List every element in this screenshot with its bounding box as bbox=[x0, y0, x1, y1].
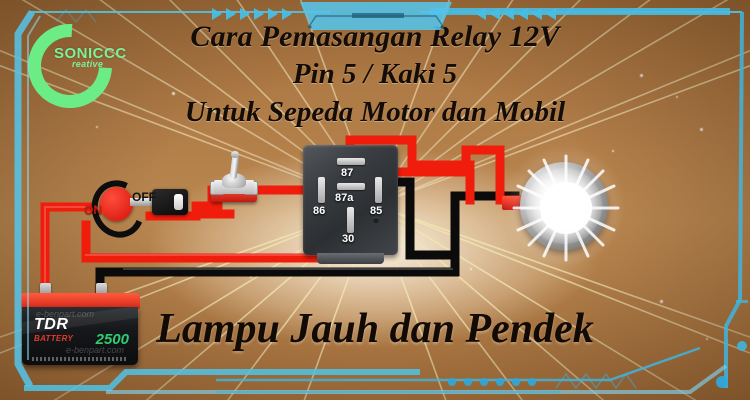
footer-headline: Lampu Jauh dan Pendek bbox=[156, 306, 594, 352]
relay-pin-85-blade bbox=[375, 177, 382, 203]
relay-pin-87a-blade bbox=[337, 183, 365, 190]
logo-wordmark: SONICCC bbox=[54, 45, 127, 62]
ignition-key-switch[interactable]: ON OFF bbox=[83, 172, 194, 246]
relay-pin-86-blade bbox=[318, 177, 325, 203]
relay-pin-30-blade bbox=[347, 207, 354, 233]
battery-fine-print bbox=[32, 357, 128, 361]
battery-watermark-2: e-benpart.com bbox=[66, 345, 125, 355]
relay-pin-85-label: 85 bbox=[370, 205, 383, 217]
relay-pin-86-label: 86 bbox=[313, 205, 326, 217]
battery-positive-terminal bbox=[40, 283, 51, 296]
relay-5-pin: 87 87a 86 85 30 bbox=[303, 145, 398, 264]
battery-negative-terminal bbox=[96, 283, 107, 296]
toggle-switch-collar bbox=[222, 173, 246, 188]
key-switch-knob[interactable] bbox=[100, 187, 133, 221]
title-block: Cara Pemasangan Relay 12V Pin 5 / Kaki 5… bbox=[0, 22, 750, 127]
channel-logo: SONICCC reative bbox=[10, 6, 130, 126]
battery-sub-label: BATTERY bbox=[34, 334, 74, 343]
toggle-switch[interactable] bbox=[208, 151, 260, 210]
relay-pin-87a-label: 87a bbox=[335, 192, 354, 204]
key-label-on: ON bbox=[84, 203, 102, 217]
battery-model-number: 2500 bbox=[95, 331, 129, 348]
title-line-3: Untuk Sepeda Motor dan Mobil bbox=[184, 96, 566, 128]
battery-brand-label: TDR bbox=[34, 316, 69, 333]
logo-wordmark-secondary: reative bbox=[72, 59, 104, 69]
relay-pin-87-label: 87 bbox=[341, 167, 354, 179]
key-grip-hole bbox=[174, 194, 183, 210]
battery-case: TDR BATTERY 2500 e-benpart.com e-benpart… bbox=[22, 307, 138, 365]
toggle-switch-lever-tip bbox=[231, 151, 239, 158]
title-line-1: Cara Pemasangan Relay 12V bbox=[190, 20, 560, 53]
key-head bbox=[152, 189, 188, 215]
title-line-2: Pin 5 / Kaki 5 bbox=[292, 58, 458, 90]
relay-pin-87-blade bbox=[337, 158, 365, 165]
battery-watermark: e-benpart.com bbox=[36, 309, 95, 319]
relay-pin-30-label: 30 bbox=[342, 233, 355, 245]
relay-vent-hole bbox=[373, 217, 379, 223]
battery-top-cover bbox=[20, 293, 140, 309]
key-shaft bbox=[130, 198, 156, 206]
relay-mounting-foot bbox=[317, 253, 384, 264]
headlight-lamp bbox=[500, 142, 628, 270]
headlight-rays-icon bbox=[512, 154, 620, 262]
battery: TDR BATTERY 2500 e-benpart.com e-benpart… bbox=[20, 283, 140, 367]
key-label-off: OFF bbox=[132, 190, 156, 204]
